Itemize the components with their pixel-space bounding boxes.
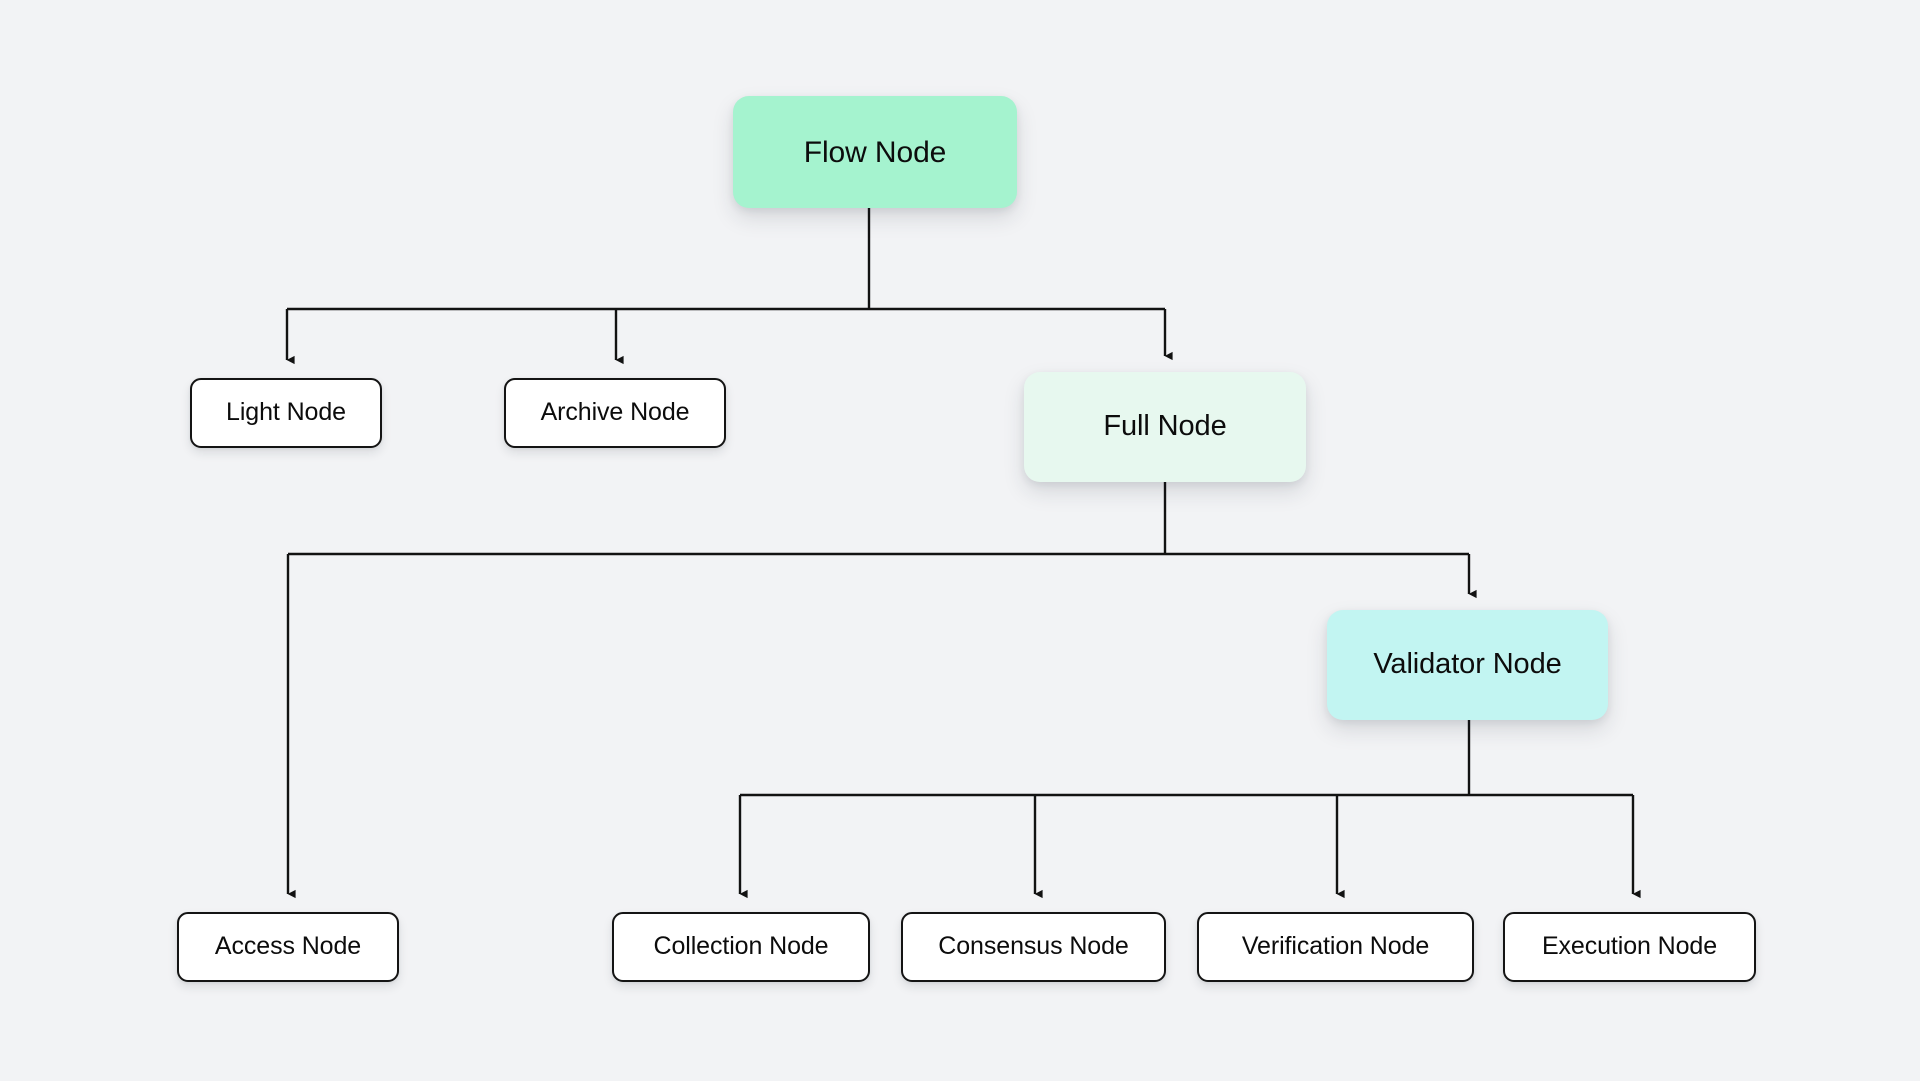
node-label-execution-node: Execution Node [1541, 932, 1718, 961]
node-consensus-node[interactable]: Consensus Node [901, 912, 1166, 982]
node-label-light-node: Light Node [226, 398, 346, 427]
node-archive-node[interactable]: Archive Node [504, 378, 726, 448]
node-label-full-node: Full Node [1103, 410, 1227, 443]
node-full-node[interactable]: Full Node [1024, 372, 1306, 482]
node-label-archive-node: Archive Node [540, 398, 690, 427]
node-light-node[interactable]: Light Node [190, 378, 382, 448]
node-flow-node[interactable]: Flow Node [733, 96, 1017, 208]
node-verification-node[interactable]: Verification Node [1197, 912, 1474, 982]
node-label-access-node: Access Node [214, 932, 362, 961]
node-collection-node[interactable]: Collection Node [612, 912, 870, 982]
node-label-verification-node: Verification Node [1241, 932, 1430, 961]
node-label-collection-node: Collection Node [653, 932, 829, 961]
node-validator-node[interactable]: Validator Node [1327, 610, 1608, 720]
node-label-validator-node: Validator Node [1373, 648, 1562, 681]
node-access-node[interactable]: Access Node [177, 912, 399, 982]
node-label-flow-node: Flow Node [803, 135, 947, 169]
node-execution-node[interactable]: Execution Node [1503, 912, 1756, 982]
node-label-consensus-node: Consensus Node [938, 932, 1129, 961]
